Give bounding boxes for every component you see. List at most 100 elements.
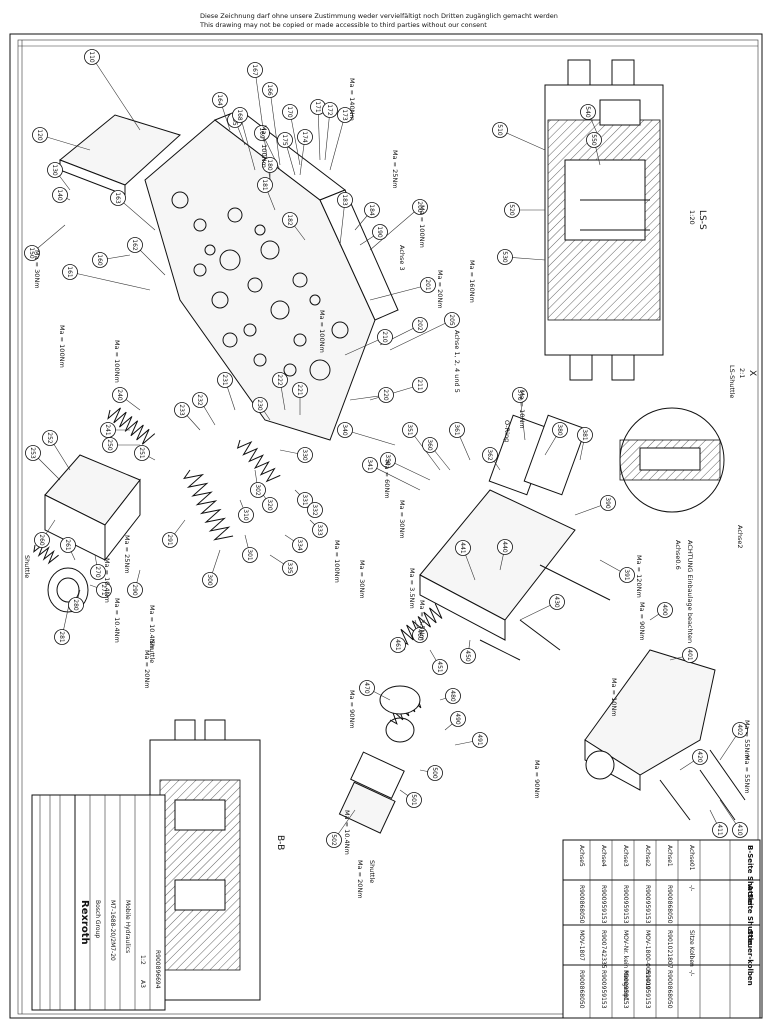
item-balloon [297, 492, 313, 508]
item-balloon [242, 547, 258, 563]
item-balloon-number: 411 [716, 824, 723, 836]
item-balloon [427, 765, 443, 781]
detail-scale-x: 2:1 [738, 368, 746, 378]
table-cell: R900868050 [666, 885, 673, 924]
torque-note: Ma = 30Nm [33, 250, 41, 289]
item-balloon-number: 402 [736, 724, 743, 736]
item-balloon-number: 260 [38, 534, 45, 546]
spring [236, 439, 281, 483]
table-cell: R900959153 [622, 970, 629, 1009]
detail-label-x: X [747, 370, 757, 376]
item-balloon [90, 564, 106, 580]
item-balloon-number: 190 [376, 226, 383, 238]
item-balloon [262, 82, 278, 98]
item-balloon-number: 200 [416, 201, 423, 213]
item-balloon-number: 550 [590, 134, 597, 146]
port-hole [283, 363, 297, 377]
item-balloon [455, 540, 471, 556]
axle-note: Achse 1, 2, 4 und 5 [453, 330, 461, 393]
item-balloon-number: 221 [296, 384, 303, 396]
port-hole [309, 294, 321, 306]
detail-title-ls-shuttle: LS-Shuttle [728, 365, 736, 398]
item-balloon-number: 451 [436, 661, 443, 673]
item-balloon-number: 420 [696, 751, 703, 763]
item-balloon [460, 648, 476, 664]
item-balloon [445, 688, 461, 704]
item-balloon [162, 532, 178, 548]
item-balloon-number: 220 [382, 389, 389, 401]
item-balloon-number: 240 [116, 389, 123, 401]
item-balloon-number: 161 [66, 266, 73, 278]
actuator-note: ACHTUNG Einbaulage beachten [686, 540, 694, 643]
table-cell: Achse01 [688, 845, 695, 871]
item-balloon [307, 502, 323, 518]
item-balloon-number: 430 [553, 596, 560, 608]
item-balloon [277, 132, 293, 148]
item-balloon-number: 362 [486, 449, 493, 461]
item-balloon-number: 520 [508, 204, 515, 216]
item-balloon [412, 199, 428, 215]
table-header-b: B-Seite Shuttle [746, 845, 754, 905]
item-balloon [422, 437, 438, 453]
item-balloon [619, 567, 635, 583]
drawing-inner-border [17, 39, 759, 1015]
leader-line [369, 384, 421, 401]
item-balloon-number: 310 [242, 509, 249, 521]
torque-note: Ma = 20Nm [143, 650, 151, 689]
item-balloon-number: 222 [276, 374, 283, 386]
table-cell: Achse1 [666, 845, 673, 867]
port-hole [260, 240, 280, 260]
item-balloon [372, 224, 388, 240]
item-balloon-number: 400 [661, 604, 668, 616]
item-balloon-number: 202 [416, 319, 423, 331]
item-balloon [337, 422, 353, 438]
item-balloon [102, 437, 118, 453]
table-cell: Achse4 [600, 845, 607, 867]
item-balloon-number: 331 [301, 494, 308, 506]
leader-line [117, 197, 156, 231]
item-balloon [444, 312, 460, 328]
port-hole [292, 272, 308, 288]
item-balloon [412, 317, 428, 333]
port-hole [193, 218, 207, 232]
leader-line [344, 429, 396, 446]
item-balloon [252, 397, 268, 413]
table-header-a: A-Seite Shuttle [746, 885, 754, 945]
item-balloon [552, 422, 568, 438]
torque-note: Ma = 100Nm [113, 340, 121, 383]
leader-line [69, 271, 151, 291]
table-cell: MOV-1800-0051410 [644, 930, 651, 990]
item-balloon [96, 582, 112, 598]
item-balloon-number: 167 [251, 64, 258, 76]
torque-note: Ma = 20Nm [436, 270, 444, 309]
item-balloon [732, 722, 748, 738]
item-balloon-number: 175 [281, 134, 288, 146]
tie-bolts [479, 564, 746, 821]
item-balloon [377, 329, 393, 345]
torque-note: Ma = 100Nm [58, 325, 66, 368]
item-balloon-number: 241 [104, 424, 111, 436]
torque-note: Ma = 10.4Nm [113, 598, 121, 643]
title-description: Mobile Hydraulics [124, 900, 131, 953]
item-balloon [282, 212, 298, 228]
table-cell: R900868050 [578, 970, 585, 1009]
table-cell: R900959153 [644, 970, 651, 1009]
brand-group: Bosch Group [94, 900, 101, 938]
item-balloon-number: 480 [449, 690, 456, 702]
item-balloon-number: 205 [448, 314, 455, 326]
port-hole [243, 323, 257, 337]
item-balloon-number: 540 [584, 106, 591, 118]
item-balloon [412, 377, 428, 393]
item-balloon-number: 302 [254, 484, 261, 496]
leader-line [39, 134, 91, 151]
item-balloon-number: 340 [341, 424, 348, 436]
item-balloon [47, 162, 63, 178]
item-balloon [292, 537, 308, 553]
port-hole [211, 291, 229, 309]
item-balloon-number: 333 [316, 524, 323, 536]
item-balloon-number: 201 [424, 279, 431, 291]
item-balloon-number: 163 [114, 192, 121, 204]
solenoid-cube [44, 454, 141, 562]
item-balloon-number: 460 [416, 629, 423, 641]
item-balloon [34, 532, 50, 548]
